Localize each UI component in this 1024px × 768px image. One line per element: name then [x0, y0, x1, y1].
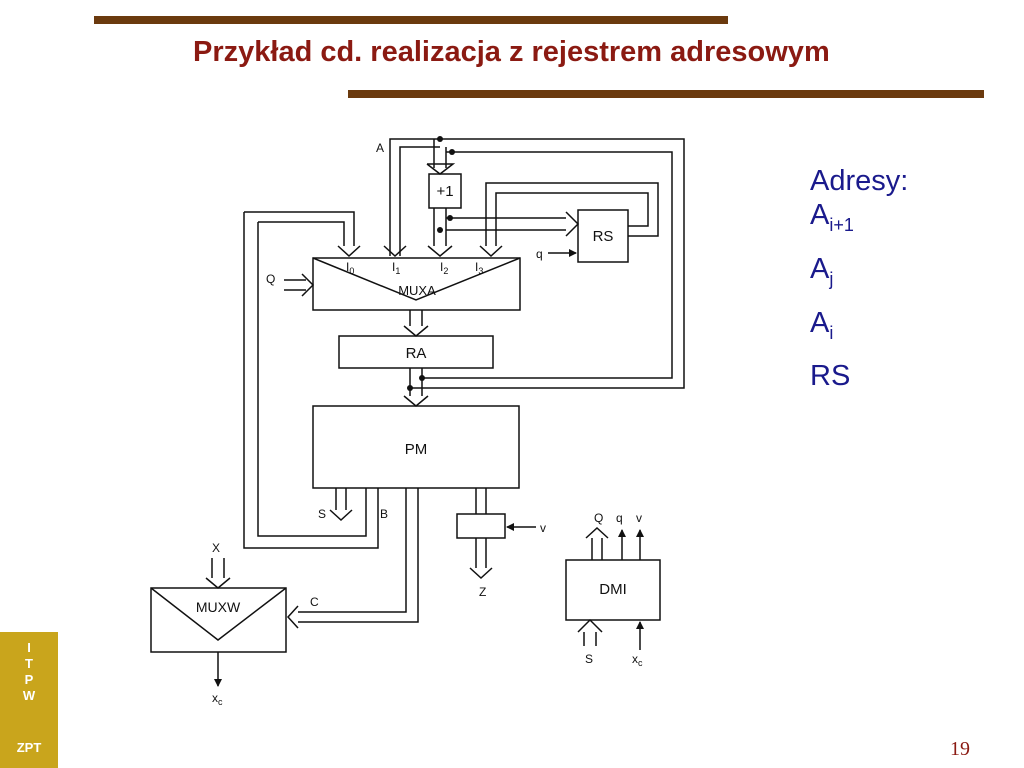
label-v: v [540, 521, 546, 535]
dmi-label: DMI [599, 581, 627, 598]
label-a: A [376, 141, 384, 155]
notes-item: Ai [810, 306, 834, 343]
label-s: S [318, 507, 326, 521]
page-title: Przykład cd. realizacja z rejestrem adre… [193, 36, 830, 68]
sidebar-letters: I T P W [0, 640, 58, 704]
rs-label: RS [593, 228, 614, 245]
notes-heading: Adresy: [810, 165, 909, 197]
muxa-input-i0: I0 [346, 260, 354, 276]
label-c: C [310, 595, 319, 609]
top-bar [94, 16, 728, 24]
junction-dot [437, 136, 443, 142]
label-x: X [212, 541, 220, 555]
arrow-i0 [337, 245, 361, 258]
muxa-triangle [312, 257, 521, 301]
arrow-s [329, 509, 353, 522]
muxw-block [150, 587, 287, 653]
page-number: 19 [950, 738, 970, 760]
arrow-i1 [383, 245, 407, 258]
label-q-in: Q [266, 272, 275, 286]
muxa-input-i2: I2 [440, 260, 448, 276]
junction-dot [407, 385, 413, 391]
wire-rs-loop-inner [495, 192, 649, 246]
label-b: B [380, 507, 388, 521]
title-underline-bar [348, 90, 984, 98]
label-z: Z [479, 585, 486, 599]
arrow-dmi-s [577, 618, 603, 633]
arrow-ra [403, 325, 429, 337]
label-dmi-x: xc [632, 652, 643, 668]
arrow-rs [565, 211, 580, 237]
wire-b-left-inner [257, 222, 367, 537]
address-notes: Adresy: Ai+1 Aj Ai RS [810, 164, 908, 393]
z-register [456, 513, 506, 539]
sidebar-letter: W [22, 688, 36, 703]
muxa-input-i3: I3 [475, 260, 483, 276]
wire-c-outer [298, 488, 419, 623]
arrow-dmi-q [585, 526, 609, 539]
muxa-label: MUXA [398, 283, 436, 298]
arrow-muxw [286, 605, 299, 629]
arrow-pm [403, 395, 429, 407]
junction-dot [449, 149, 455, 155]
junction-dot [447, 215, 453, 221]
junction-dot [419, 375, 425, 381]
wire-b-loop-outer [244, 211, 355, 246]
notes-item: Ai+1 [810, 199, 854, 235]
notes-item: RS [810, 360, 851, 393]
muxa-block [312, 257, 521, 311]
ra-block [338, 335, 494, 369]
arrow-i2 [427, 245, 453, 257]
rs-block [577, 209, 629, 263]
label-dmi-q: Q [594, 511, 603, 525]
inc-label: +1 [436, 183, 453, 200]
wire-b-left-outer [243, 212, 379, 549]
label-xc: xc [212, 691, 223, 707]
arrow-q-muxa [301, 273, 315, 297]
wire-b-loop-inner [258, 221, 345, 246]
pm-label: PM [405, 441, 428, 458]
sidebar-badge: I T P W ZPT [0, 632, 58, 768]
arrow-i3 [479, 245, 503, 258]
wire-a-loop-inner [399, 146, 440, 256]
wire-c-inner [298, 488, 407, 613]
junction-dot [437, 227, 443, 233]
inc-block [428, 173, 462, 209]
sidebar-letter: T [25, 656, 33, 671]
sidebar-letter: P [24, 672, 34, 687]
muxa-input-i1: I1 [392, 260, 400, 276]
muxw-triangle [150, 587, 287, 641]
notes-item: Aj [810, 252, 834, 289]
sidebar-footer: ZPT [16, 740, 42, 755]
ra-label: RA [406, 345, 427, 362]
label-dmi-s: S [585, 652, 593, 666]
label-dmi-v: v [636, 511, 642, 525]
pm-block [312, 405, 520, 489]
dmi-block [565, 559, 661, 621]
label-q-rs: q [536, 247, 543, 261]
arrow-x [205, 577, 231, 589]
arrow-z [469, 567, 493, 580]
wire-rs-loop-outer [485, 182, 659, 246]
label-dmi-qs: q [616, 511, 623, 525]
sidebar-letter: I [27, 640, 31, 655]
muxw-label: MUXW [196, 599, 241, 615]
wire-ra-loop-inner [422, 151, 673, 379]
wire-a-loop-outer [389, 138, 440, 256]
arrow-a-inc [426, 163, 456, 175]
wire-ra-loop-outer [410, 138, 685, 389]
